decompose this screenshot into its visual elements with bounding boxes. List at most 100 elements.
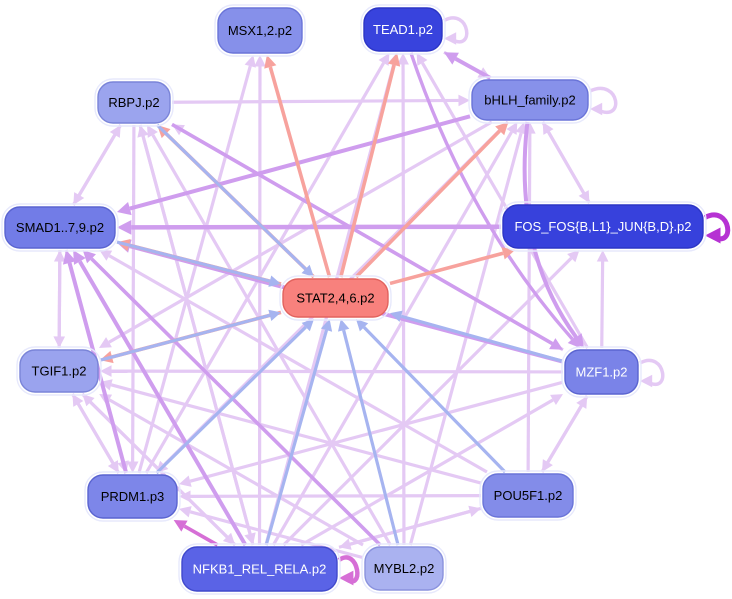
arrowhead-NFKB-SMAD: [73, 250, 86, 265]
edge-TGIF-NFKB: [81, 392, 229, 539]
node-box: [482, 473, 574, 518]
node-label: MZF1.p2: [575, 365, 627, 380]
arrowhead-MYBL2-SMAD: [82, 250, 96, 264]
edge-STAT-bHLH: [354, 129, 501, 279]
edge-bHLH-TEAD: [454, 56, 492, 80]
edge-POU5F1-MZF: [540, 405, 583, 473]
arrowhead-MZF-PRDM: [179, 475, 192, 487]
self-loop-arrowhead-TEAD: [444, 32, 457, 45]
arrowhead-NFKB-bHLH: [506, 122, 518, 135]
arrowhead-TEAD-MZF: [567, 334, 581, 348]
node-FOS[interactable]: FOS_FOS{B,L1}_JUN{B,D}.p2: [499, 201, 707, 252]
node-outline-ring: [279, 275, 392, 321]
arrowhead-NFKB-MZF: [550, 394, 563, 405]
node-TEAD[interactable]: TEAD1.p2: [360, 4, 446, 55]
self-loop-TEAD: [443, 16, 469, 44]
edge-NFKB-SMAD: [78, 260, 248, 547]
node-label: NFKB1_REL_RELA.p2: [193, 562, 327, 577]
arrowhead-bHLH-TGIF: [98, 337, 112, 348]
node-TGIF[interactable]: TGIF1.p2: [16, 346, 102, 396]
edge-POU5F1-STAT: [362, 326, 507, 474]
edge-MZF-FOS: [600, 261, 605, 349]
arrowhead-TGIF-SMAD: [53, 250, 66, 262]
node-bHLH[interactable]: bHLH_family.p2: [468, 76, 592, 124]
edge-MYBL2-RBPJ: [151, 134, 392, 546]
edge-NFKB-STAT: [264, 329, 329, 546]
node-box: [282, 278, 389, 318]
arrowhead-SMAD-RBPJ: [109, 125, 121, 138]
edge-PRDM-MSX: [137, 65, 252, 474]
node-label: RBPJ.p2: [108, 95, 159, 110]
arrowhead-PRDM-TGIF: [72, 394, 84, 407]
node-outline-ring: [94, 78, 174, 127]
arrowhead-STAT-bHLH: [495, 122, 509, 136]
node-MSX[interactable]: MSX1,2.p2: [214, 4, 306, 57]
arrowhead-RBPJ-MZF: [549, 338, 563, 350]
node-box: [181, 546, 338, 592]
node-STAT[interactable]: STAT2,4,6.p2: [279, 275, 392, 321]
node-outline-ring: [468, 76, 592, 124]
edge-TGIF-STAT: [99, 313, 271, 362]
arrowhead-POU5F1-STAT: [355, 319, 369, 332]
node-label: PRDM1.p3: [101, 489, 165, 504]
edge-STAT-MSX: [268, 66, 332, 278]
node-label: MYBL2.p2: [374, 561, 435, 576]
arrowhead-MYBL2-STAT: [337, 319, 350, 332]
self-loop-arrowhead-FOS: [705, 227, 721, 244]
node-NFKB[interactable]: NFKB1_REL_RELA.p2: [178, 543, 341, 595]
node-MYBL2[interactable]: MYBL2.p2: [361, 543, 447, 594]
node-PRDM[interactable]: PRDM1.p3: [84, 471, 181, 522]
edge-RBPJ-STAT: [156, 123, 307, 271]
edge-RBPJ-bHLH: [171, 98, 459, 104]
arrowhead-MYBL2-bHLH: [515, 122, 527, 135]
edge-MZF-TEAD: [421, 62, 589, 349]
arrowhead-bHLH-TEAD: [444, 52, 459, 65]
node-box: [502, 204, 704, 249]
edge-RBPJ-PRDM: [131, 124, 136, 462]
node-outline-ring: [1, 203, 119, 252]
node-box: [363, 7, 443, 52]
node-outline-ring: [84, 471, 181, 522]
node-label: MSX1,2.p2: [228, 23, 292, 38]
self-loop-arrowhead-bHLH: [590, 102, 603, 116]
edge-POU5F1-bHLH: [526, 133, 532, 473]
arrowhead-PRDM-TEAD: [378, 53, 390, 66]
node-MZF[interactable]: MZF1.p2: [561, 346, 642, 398]
arrowhead-MZF-TEAD: [416, 53, 428, 66]
arrowhead-bHLH-SMAD: [117, 201, 132, 216]
arrowhead-POU5F1-SMAD: [99, 250, 113, 261]
edge-MYBL2-TEAD: [401, 64, 406, 546]
edge-PRDM-STAT: [155, 325, 307, 475]
node-box: [217, 7, 303, 54]
arrowhead-RBPJ-bHLH: [458, 94, 470, 107]
edge-STAT-TEAD: [339, 64, 396, 278]
edge-PRDM-TGIF: [76, 403, 121, 474]
arrowhead-POU5F1-MZF: [576, 396, 588, 409]
node-RBPJ[interactable]: RBPJ.p2: [94, 78, 174, 127]
self-loop-arrowhead-MZF: [640, 374, 653, 388]
arrowhead-PRDM-MSX: [244, 55, 256, 68]
edge-PRDM-TEAD: [144, 62, 385, 474]
edge-MYBL2-STAT: [342, 329, 400, 546]
edge-MZF-TGIF: [111, 369, 564, 374]
edge-TGIF-SMAD: [57, 261, 62, 349]
node-POU5F1[interactable]: POU5F1.p2: [479, 470, 577, 521]
edge-RBPJ-MZF: [171, 122, 554, 346]
edge-NFKB-MZF: [300, 398, 554, 547]
node-label: STAT2,4,6.p2: [296, 291, 374, 306]
arrowhead-MYBL2-TEAD: [397, 53, 409, 65]
node-SMAD[interactable]: SMAD1..7,9.p2: [1, 203, 119, 252]
node-box: [471, 79, 589, 121]
node-outline-ring: [361, 543, 447, 594]
arrowhead-TGIF-STAT: [268, 309, 281, 321]
arrowhead-SMAD-STAT: [268, 275, 281, 287]
self-loop-bHLH: [589, 86, 618, 114]
arrowhead-NFKB-PRDM: [173, 520, 188, 532]
node-label: TEAD1.p2: [373, 22, 433, 37]
edge-POU5F1-SMAD: [108, 254, 488, 474]
arrowhead-STAT-TEAD: [387, 53, 401, 67]
arrowhead-FOS-SMAD: [117, 219, 132, 235]
arrowhead-MZF-TGIF: [100, 365, 112, 377]
node-box: [97, 81, 171, 124]
